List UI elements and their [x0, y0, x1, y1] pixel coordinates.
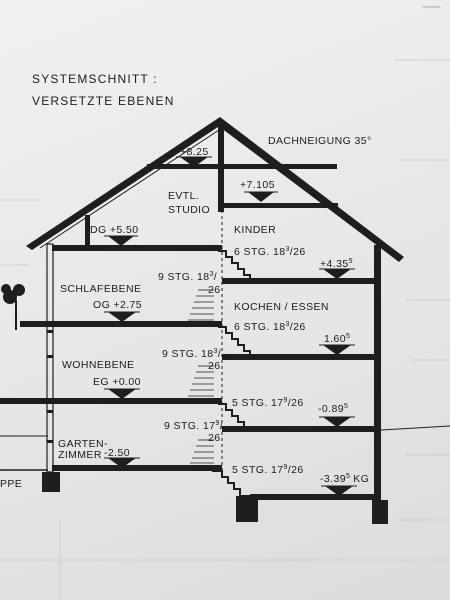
- stair-label-3: 6 STG. 183/26: [234, 321, 306, 333]
- level-ridge: +8.25: [180, 146, 209, 158]
- walls: [42, 210, 388, 524]
- level-marker: [319, 344, 355, 355]
- room-studio-line1: EVTL.: [168, 190, 199, 202]
- level-marker: [319, 268, 355, 279]
- room-kinder: KINDER: [234, 224, 276, 236]
- background-ghost-lines: [0, 59, 450, 600]
- left-edge-label: PPE: [0, 478, 22, 490]
- stair-label-4: 9 STG. 183/: [162, 348, 221, 360]
- stair-label-6b: 26: [208, 432, 220, 444]
- level-1605: 1.605: [324, 333, 350, 345]
- level-marker: [104, 457, 140, 468]
- stair-label-1: 6 STG. 183/26: [234, 246, 306, 258]
- roof-pitch-label: DACHNEIGUNG 35°: [268, 135, 372, 147]
- stair-label-7: 5 STG. 179/26: [232, 464, 304, 476]
- level-og: OG +2.75: [93, 299, 142, 311]
- level-marker: [176, 156, 212, 167]
- level-markers: [104, 156, 357, 496]
- room-garten-line1: GARTEN-: [58, 438, 108, 450]
- level-marker: [321, 485, 357, 496]
- stair-label-6: 9 STG. 179/: [164, 420, 223, 432]
- floor-slabs: [0, 245, 450, 500]
- stair-label-4b: 26: [208, 360, 220, 372]
- stair-label-2: 9 STG. 183/: [158, 271, 217, 283]
- level-marker: [104, 388, 140, 399]
- stair-label-2b: 26: [208, 284, 220, 296]
- room-wohnebene: WOHNEBENE: [62, 359, 134, 371]
- room-kochen: KOCHEN / ESSEN: [234, 301, 329, 313]
- title-line-2: VERSETZTE EBENEN: [32, 94, 175, 108]
- roof: [26, 117, 404, 262]
- level-marker: [104, 311, 140, 322]
- level-7105: +7.105: [240, 179, 275, 191]
- level-eg: EG +0.00: [93, 376, 141, 388]
- stair-label-5: 5 STG. 179/26: [232, 397, 304, 409]
- room-garten-line2: ZIMMER: [58, 449, 102, 461]
- level-marker: [319, 416, 355, 427]
- level-435: +4.355: [320, 258, 353, 270]
- stairs: [188, 250, 258, 497]
- level-marker: [244, 191, 278, 202]
- level-250: -2.50: [104, 447, 130, 459]
- room-studio-line2: STUDIO: [168, 204, 210, 216]
- level-marker: [104, 235, 138, 246]
- level-089: -0.895: [318, 403, 348, 415]
- corner-tag: Strebeamt: [422, 4, 441, 9]
- level-dg: DG +5.50: [90, 224, 138, 236]
- title-line-1: SYSTEMSCHNITT :: [32, 72, 158, 86]
- room-schlafebene: SCHLAFEBENE: [60, 283, 141, 295]
- tree-icon: [1, 284, 25, 330]
